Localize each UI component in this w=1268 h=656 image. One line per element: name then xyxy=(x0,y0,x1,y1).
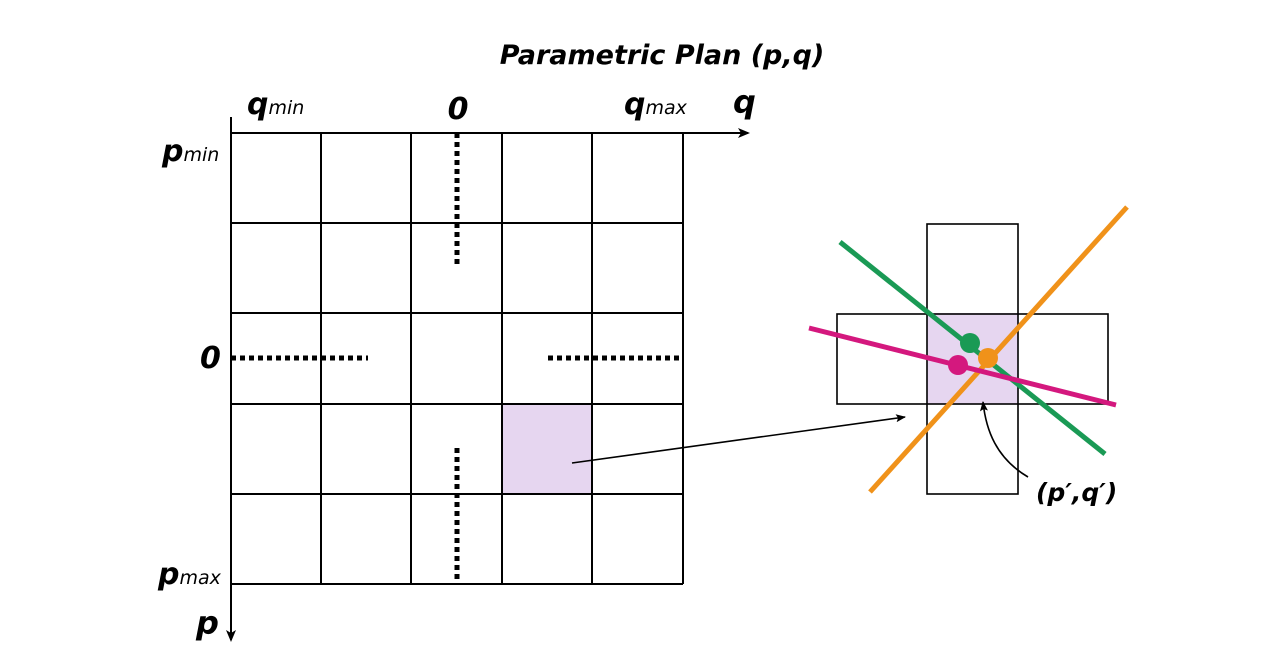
q-zero-label: 0 xyxy=(448,92,469,127)
p-axis-label: p xyxy=(195,604,219,642)
q-min-label: qmin xyxy=(247,87,304,122)
highlighted-cell xyxy=(502,404,592,494)
green-point xyxy=(960,333,980,353)
zero-dotted-lines xyxy=(231,133,683,584)
intersection-pointer-arrow xyxy=(979,401,1029,478)
q-max-label: qmax xyxy=(624,87,688,122)
orange-line xyxy=(868,205,1129,494)
inset-center-cell xyxy=(927,313,1018,404)
p-max-label: pmax xyxy=(157,557,222,592)
p-min-label: pmin xyxy=(161,134,219,169)
intersection-label: (p′,q′) xyxy=(1036,478,1117,507)
magenta-point xyxy=(948,355,968,375)
inset-horizontal-neighbors xyxy=(836,313,1109,405)
zoom-pointer-arrow xyxy=(571,414,906,464)
q-axis-label: q xyxy=(733,83,756,121)
orange-point xyxy=(978,348,998,368)
diagram-title: Parametric Plan (p,q) xyxy=(500,40,825,71)
p-zero-label: 0 xyxy=(200,341,221,376)
